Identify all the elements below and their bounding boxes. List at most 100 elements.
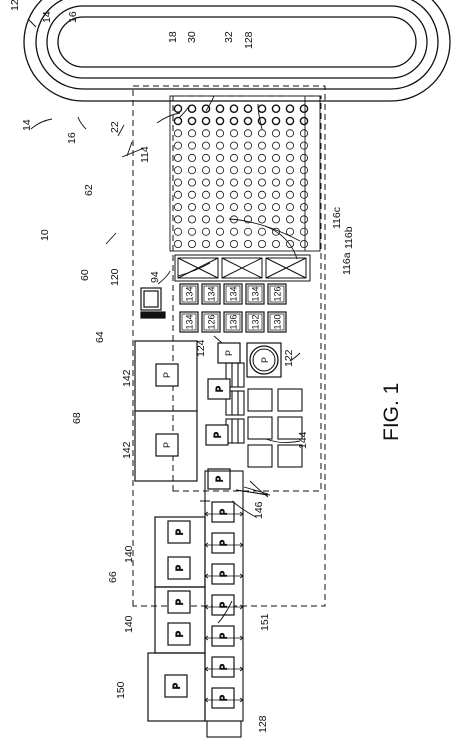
storage-slot (201, 129, 210, 138)
ref-151: 151 (259, 613, 271, 631)
storage-slot (257, 178, 266, 187)
storage-slot (173, 141, 182, 150)
ref-146: 146 (253, 501, 265, 519)
storage-array (169, 95, 321, 252)
ref-116c: 116c (331, 207, 343, 229)
storage-slot (243, 166, 252, 175)
storage-slot (201, 215, 210, 224)
storage-slot (173, 190, 182, 199)
storage-slot (299, 116, 309, 126)
storage-slot (187, 116, 197, 126)
storage-slot (243, 116, 253, 126)
computer-94 (140, 287, 166, 319)
storage-slot (187, 240, 196, 249)
storage-slot (173, 227, 182, 236)
module-label: 132 (251, 314, 261, 329)
storage-slot (299, 153, 308, 162)
storage-slot (271, 153, 280, 162)
ref-128-top: 128 (243, 31, 255, 49)
ref-140-b: 140 (123, 615, 135, 633)
pod-box (211, 501, 235, 523)
storage-slot (299, 215, 308, 224)
pod-label: P (175, 529, 185, 535)
module-block (179, 283, 199, 305)
transfer-frame (174, 254, 311, 282)
storage-slot (187, 203, 196, 212)
storage-slot (299, 104, 309, 113)
module-block (179, 311, 199, 333)
ref-18: 18 (167, 31, 179, 43)
pod-label: P (260, 357, 270, 363)
storage-slot (229, 153, 238, 162)
module-label: 126 (207, 314, 217, 329)
pod-label: P (224, 350, 234, 356)
ref-22: 22 (109, 121, 121, 133)
pod-box (211, 594, 235, 616)
tool-cell-small (225, 362, 245, 388)
storage-array-frame (169, 95, 321, 252)
tool-cell (277, 388, 303, 412)
ref-122: 122 (283, 349, 295, 367)
pod-label: P (215, 476, 225, 482)
storage-slot (243, 203, 252, 212)
ref-14-b: 14 (21, 119, 33, 131)
storage-slot (215, 178, 224, 187)
storage-slot (201, 141, 210, 150)
module-label: 126 (273, 286, 283, 301)
tool-cell-small (225, 390, 245, 416)
storage-slot (299, 190, 308, 199)
storage-slot (173, 240, 182, 249)
storage-slot (285, 153, 294, 162)
storage-slot (285, 166, 294, 175)
storage-slot (271, 141, 280, 150)
pod-label: P (219, 602, 229, 608)
storage-slot (299, 240, 308, 249)
storage-slot (257, 116, 267, 126)
storage-slot (257, 227, 266, 236)
ref-66: 66 (107, 571, 119, 583)
storage-slot (173, 166, 182, 175)
storage-slot (243, 227, 252, 236)
module-label: 136 (229, 314, 239, 329)
storage-slot (299, 203, 308, 212)
module-label: 130 (273, 314, 283, 329)
storage-slot (285, 240, 294, 249)
pod-label: P (219, 633, 229, 639)
storage-slot (215, 141, 224, 150)
tool-cell (277, 416, 303, 440)
pod-box (211, 625, 235, 647)
pod-box (211, 563, 235, 585)
pod-label: P (219, 571, 229, 577)
storage-slot (285, 141, 294, 150)
pod-label: P (219, 540, 229, 546)
storage-slot (243, 104, 253, 113)
storage-slot (243, 129, 252, 138)
module-inner (225, 285, 241, 303)
storage-slot (215, 227, 224, 236)
ref-116a: 116a (341, 252, 353, 275)
pod-label: P (219, 509, 229, 515)
storage-slot (257, 166, 266, 175)
storage-slot (215, 203, 224, 212)
arrow-head (204, 511, 244, 517)
storage-slot (257, 141, 266, 150)
storage-slot (299, 129, 308, 138)
tool-cell (247, 388, 273, 412)
conveyor-loop (23, 0, 451, 102)
storage-slot (243, 153, 252, 162)
storage-slot (285, 104, 295, 113)
storage-slot (271, 190, 280, 199)
module-inner (269, 285, 285, 303)
pod-label: P (175, 565, 185, 571)
ref-142-a: 142 (121, 369, 133, 387)
storage-slot (271, 104, 281, 113)
storage-slot (187, 153, 196, 162)
module-label: 134 (229, 286, 239, 301)
storage-slot (285, 116, 295, 126)
tool-cell-small (225, 418, 245, 444)
ref-120: 120 (109, 268, 121, 286)
storage-slot (187, 215, 196, 224)
storage-slot (271, 129, 280, 138)
